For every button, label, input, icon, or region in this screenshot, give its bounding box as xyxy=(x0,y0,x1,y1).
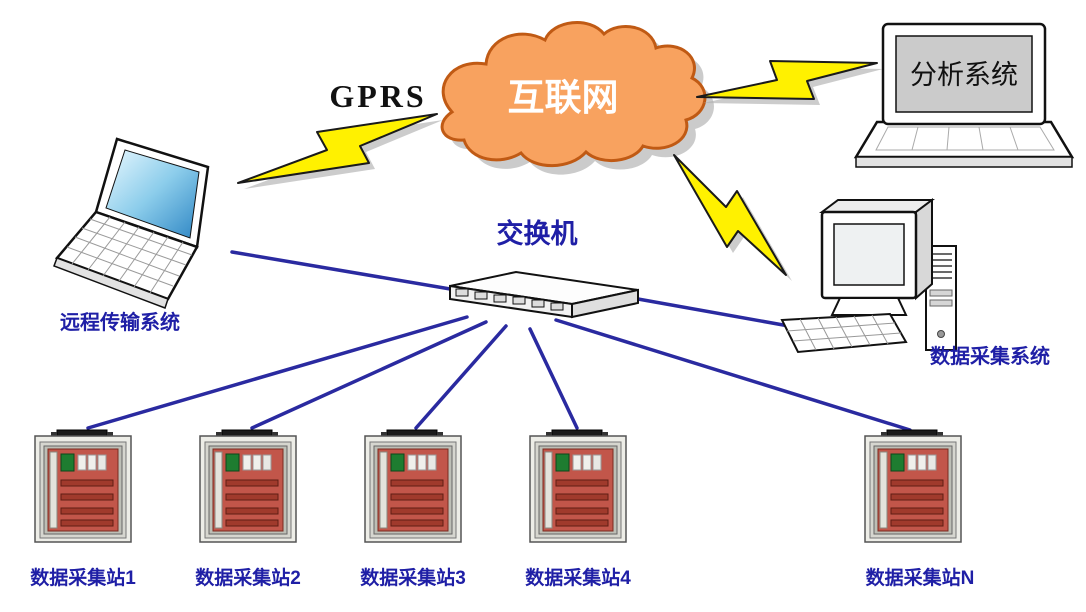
desktop-computer-icon xyxy=(780,198,957,354)
analysis-laptop-keys xyxy=(875,126,1055,151)
laptop-icon xyxy=(53,137,210,309)
daq-system-label: 数据采集系统 xyxy=(930,344,1050,368)
drive-slot xyxy=(929,299,953,307)
laptop-keyboard-keys xyxy=(66,216,193,294)
remote-transmission-label: 远程传输系统 xyxy=(60,310,180,334)
monitor-screen xyxy=(833,223,905,286)
laptop-front-edge xyxy=(53,257,169,309)
station-cabinet-N xyxy=(864,429,962,543)
connection-line-switch-station1 xyxy=(86,315,469,430)
station-label-N: 数据采集站N xyxy=(866,566,975,589)
monitor-side-face xyxy=(915,198,933,301)
station-label-3: 数据采集站3 xyxy=(360,566,466,589)
connection-line-laptop-switch xyxy=(230,250,464,293)
station-label-2: 数据采集站2 xyxy=(195,566,301,589)
monitor-top-face xyxy=(819,199,935,213)
connection-line-switch-desktop xyxy=(636,297,802,330)
switch-ports xyxy=(455,288,564,311)
tower-vents xyxy=(930,253,952,279)
station-cabinet-3 xyxy=(364,429,462,543)
desktop-keyboard-keys xyxy=(786,314,902,351)
switch-side-face xyxy=(571,288,639,319)
station-cabinet-2 xyxy=(199,429,297,543)
station-cabinet-4 xyxy=(529,429,627,543)
diagram-labels: 远程传输系统 交换机 数据采集系统 数据采集站1 数据采集站2 数据采集站3 数… xyxy=(30,218,1050,589)
analysis-laptop-front-edge xyxy=(855,156,1073,168)
lightning-bolt-analysis-icon xyxy=(696,60,878,100)
connection-line-switch-station2 xyxy=(250,320,488,430)
analysis-laptop-icon: 分析系统 xyxy=(853,22,1075,168)
switch-icon xyxy=(449,270,639,319)
connection-lines xyxy=(86,250,912,432)
connection-line-switch-station3 xyxy=(414,324,508,430)
drive-slot xyxy=(929,289,953,297)
power-button xyxy=(937,330,945,338)
station-label-4: 数据采集站4 xyxy=(525,566,631,589)
connection-line-switch-station4 xyxy=(528,327,579,430)
laptop-screen xyxy=(105,149,200,239)
analysis-system-label: 分析系统 xyxy=(910,60,1018,90)
internet-label: 互联网 xyxy=(508,77,619,118)
lightning-bolt-daq-icon xyxy=(673,154,787,276)
analysis-screen xyxy=(895,35,1033,113)
station-label-1: 数据采集站1 xyxy=(30,566,136,589)
switch-label: 交换机 xyxy=(497,218,578,249)
monitor-stand xyxy=(830,297,908,316)
connection-line-switch-stationN xyxy=(554,318,912,432)
station-cabinet-1 xyxy=(34,429,132,543)
gprs-label: GPRS xyxy=(329,78,426,114)
